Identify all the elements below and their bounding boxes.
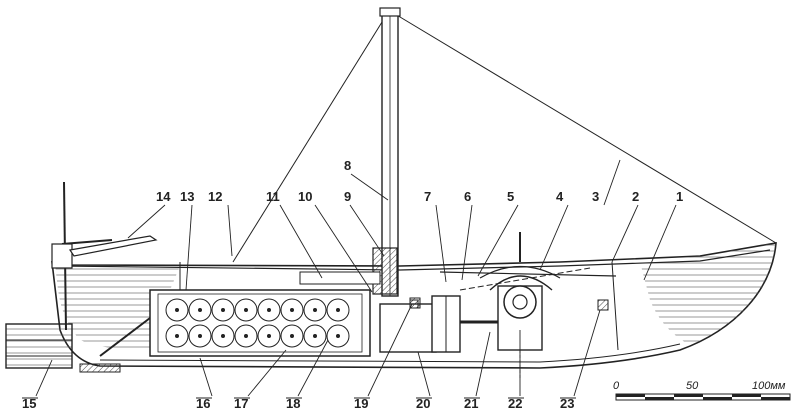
servo-19 [409, 299, 419, 309]
callout-6: 6 [464, 189, 471, 204]
stern-post [51, 243, 73, 269]
callout-2: 2 [632, 189, 639, 204]
brace [99, 317, 151, 357]
tiller-bar [68, 235, 158, 257]
deck-hatch [299, 271, 381, 285]
skeg [79, 363, 121, 373]
callout-20: 20 [416, 396, 430, 411]
drive-unit [299, 232, 617, 378]
scale-bar: 0 50 100мм [613, 380, 791, 401]
callout-15: 15 [22, 396, 36, 411]
stern-assembly [5, 181, 158, 373]
callout-23: 23 [560, 396, 574, 411]
scale-tick-100: 100мм [752, 380, 786, 392]
callout-22: 22 [508, 396, 522, 411]
callout-1: 1 [676, 189, 683, 204]
callout-17: 17 [234, 396, 248, 411]
callout-18: 18 [286, 396, 300, 411]
battery-pack [99, 289, 371, 357]
rigging [232, 13, 777, 263]
callout-12: 12 [208, 189, 222, 204]
hull-planking-bow [640, 243, 776, 345]
servo-23 [597, 299, 609, 311]
callout-13: 13 [180, 189, 194, 204]
mast-step [372, 247, 398, 295]
callout-10: 10 [298, 189, 312, 204]
hull-planking-stern [55, 264, 180, 351]
paddle-wheel [489, 275, 553, 291]
callout-4: 4 [556, 189, 564, 204]
scale-tick-50: 50 [686, 380, 699, 392]
callout-14: 14 [156, 189, 171, 204]
leader-lines [35, 159, 677, 397]
scale-tick-0: 0 [613, 380, 620, 392]
keel-line [99, 343, 681, 363]
callout-9: 9 [344, 189, 351, 204]
battery-cells [165, 298, 350, 348]
callout-7: 7 [424, 189, 431, 204]
callout-labels: 1 2 3 4 5 6 7 8 9 10 11 12 13 14 15 16 1… [22, 158, 683, 411]
mast [372, 7, 401, 297]
callout-21: 21 [464, 396, 478, 411]
deck-line [59, 249, 771, 271]
receiver-box [379, 303, 437, 353]
tiller [61, 239, 113, 245]
bulkhead [611, 261, 619, 351]
callout-5: 5 [507, 189, 514, 204]
callout-19: 19 [354, 396, 368, 411]
rudder-blade [5, 323, 73, 369]
mast-head [379, 7, 401, 17]
callout-16: 16 [196, 396, 210, 411]
callout-11: 11 [266, 189, 280, 204]
callout-8: 8 [344, 158, 351, 173]
callout-3: 3 [592, 189, 599, 204]
